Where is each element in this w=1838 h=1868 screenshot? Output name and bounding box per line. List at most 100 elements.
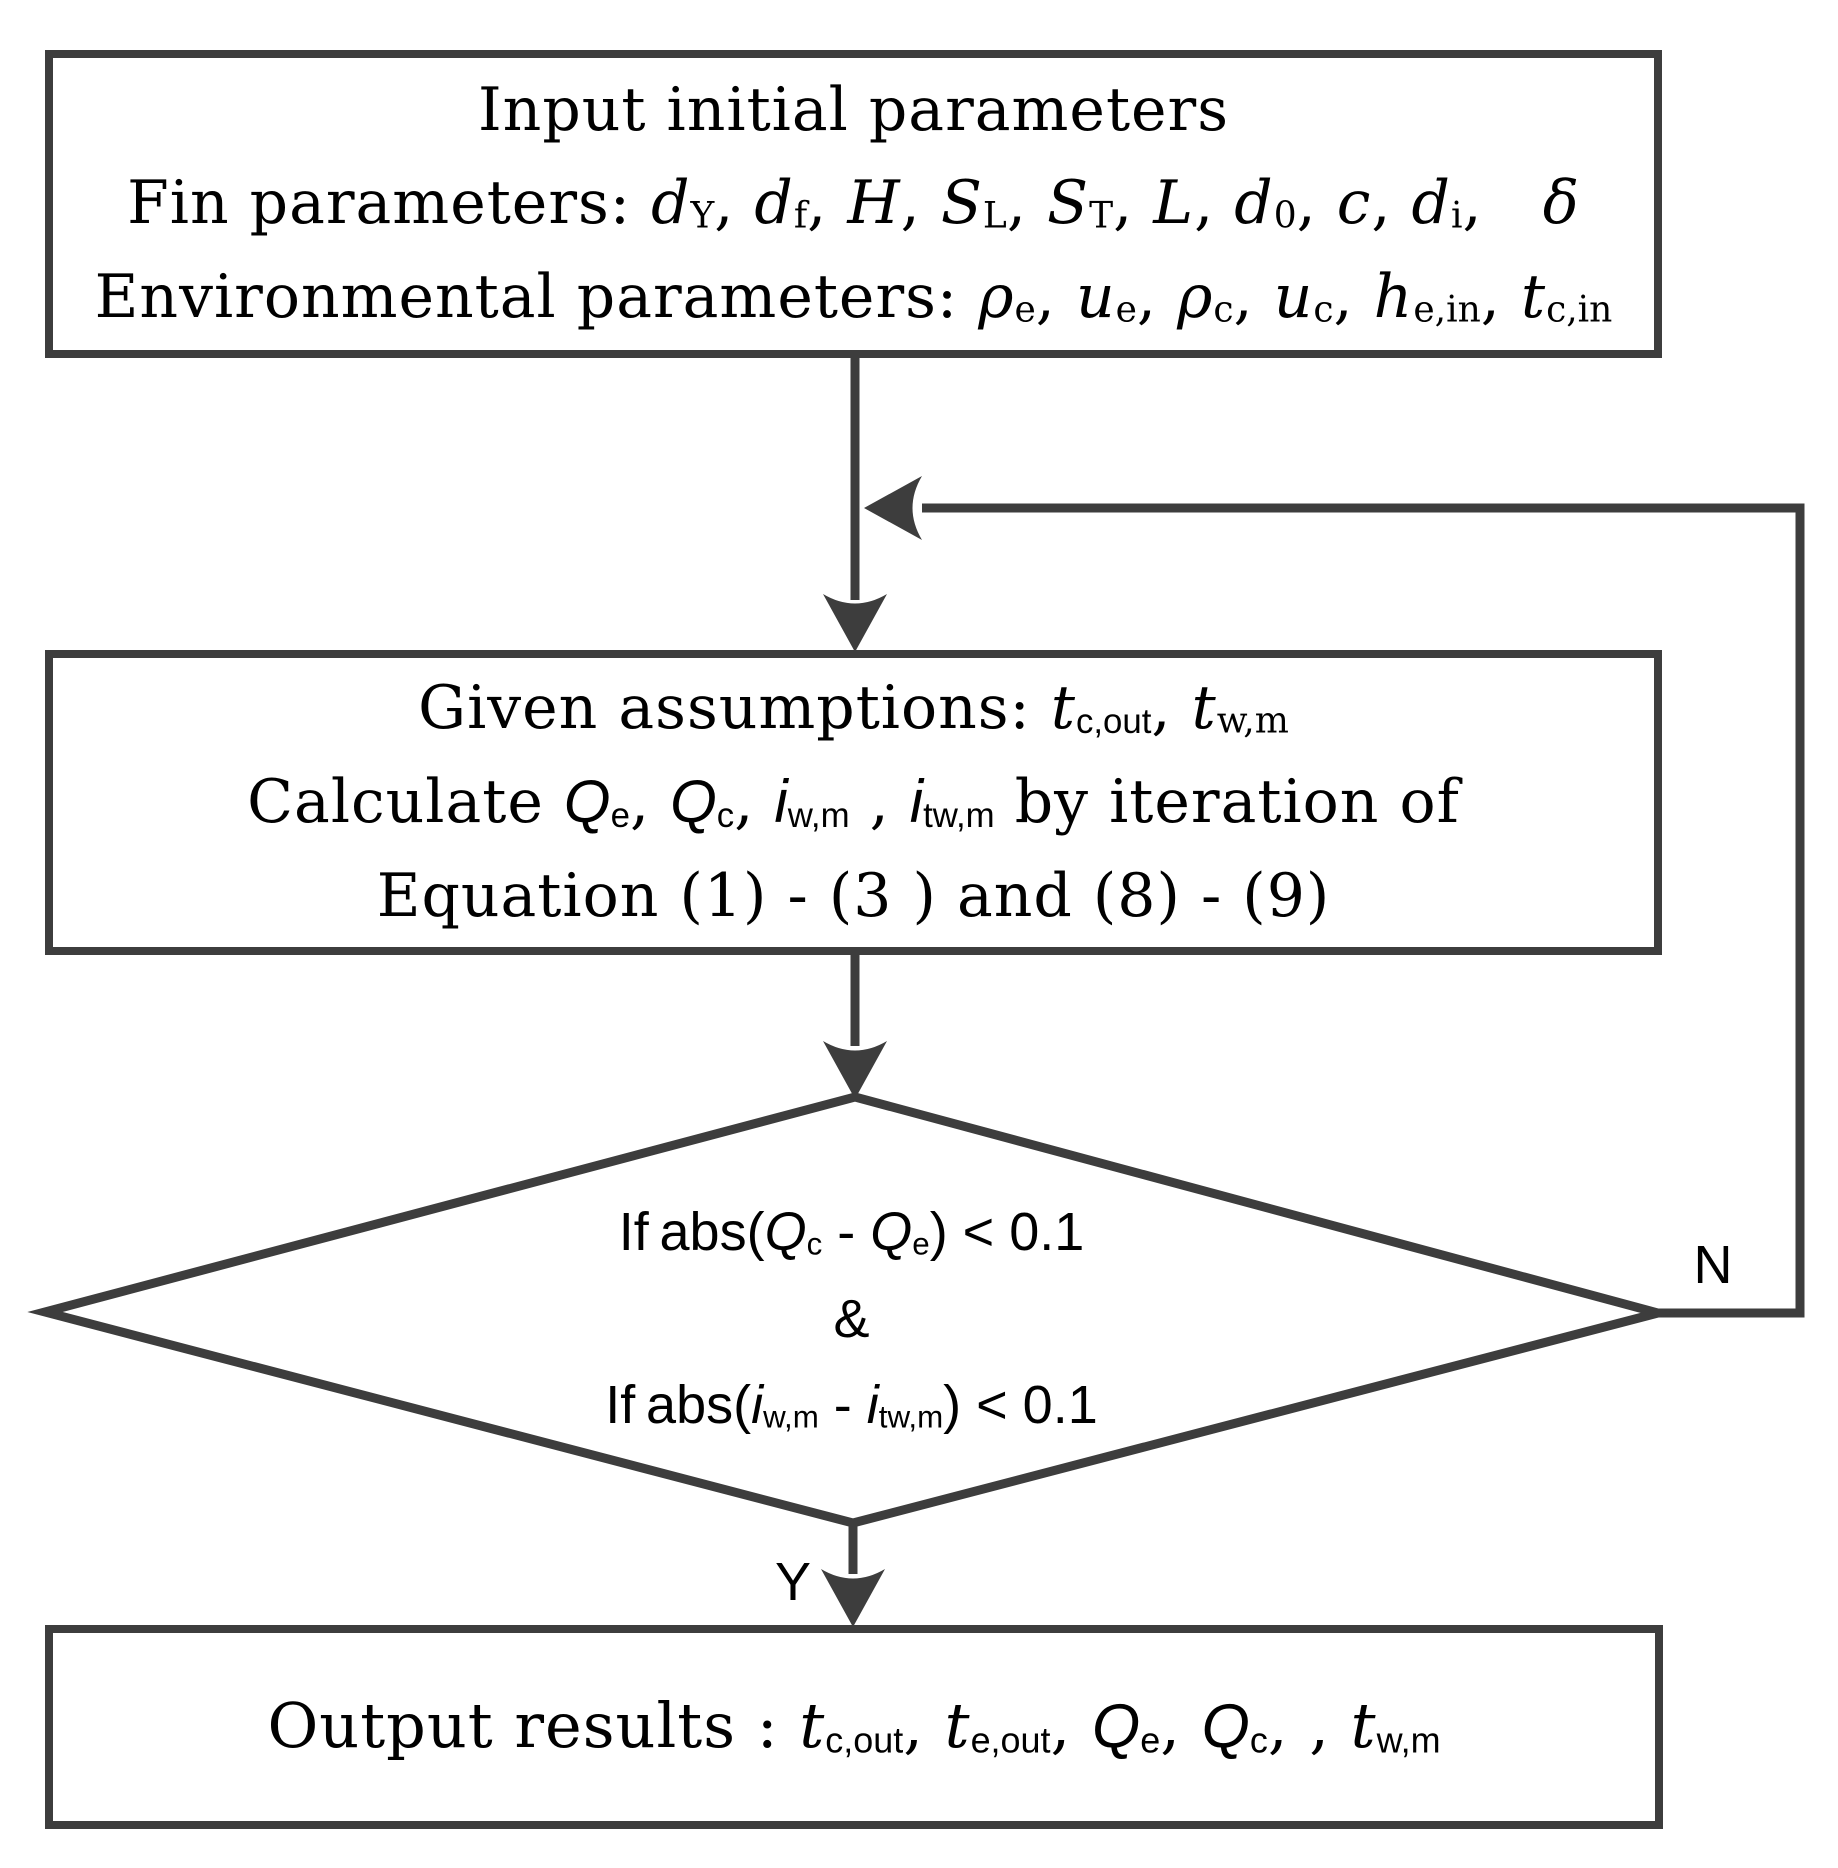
text-run: d [651, 168, 691, 239]
process-box-line-2: Calculate Qe, Qc, iw,m , itw,m by iterat… [53, 755, 1654, 850]
text-run: L [982, 195, 1007, 237]
text-run: , [1371, 168, 1412, 239]
text-run: S [1046, 168, 1090, 239]
process-box-line-3: Equation (1) - (3 ) and (8) - (9) [53, 850, 1654, 944]
text-run: , [1035, 261, 1076, 332]
text-run: Calculate [247, 767, 564, 838]
text-run: e,out [970, 1719, 1051, 1761]
input-box-line-2: Fin parameters: dY, df, H, SL, ST, L, d0… [53, 157, 1654, 251]
text-run: , [1160, 1689, 1202, 1763]
text-run: f [793, 195, 808, 237]
text-run: , [1151, 672, 1192, 743]
text-run: c,out [1075, 701, 1152, 741]
text-run: S [940, 168, 983, 239]
text-run: t [1191, 672, 1217, 743]
text-run: w,m [1376, 1719, 1441, 1761]
text-run: ) < 0.1 [929, 1202, 1085, 1263]
arrowhead-into-decision [823, 1041, 887, 1099]
text-run: e [912, 1227, 930, 1263]
text-run: t [944, 1689, 971, 1763]
decision-line-2: & [833, 1276, 869, 1362]
text-run: , [714, 168, 755, 239]
text-run: , [1194, 168, 1235, 239]
text-run: h [1373, 261, 1414, 332]
text-run: Q [764, 1202, 807, 1263]
text-run: , [1136, 261, 1178, 332]
text-run: Q [1091, 1692, 1141, 1762]
text-run: tw,m [878, 1399, 944, 1435]
process-box-line-1: Given assumptions: tc,out, tw,m [53, 662, 1654, 756]
text-run: If abs( [605, 1375, 752, 1436]
text-run: w,m [1216, 699, 1289, 741]
input-box: Input initial parameters Fin parameters:… [45, 50, 1662, 358]
text-run: - [822, 1202, 871, 1263]
text-run: , [900, 168, 941, 239]
text-run: , [1462, 168, 1543, 239]
text-run: 0 [1273, 195, 1297, 237]
text-run: c [806, 1227, 823, 1263]
text-run: & [833, 1288, 870, 1349]
text-run: - [818, 1375, 867, 1436]
text-run: , [849, 767, 910, 838]
text-run: i [909, 768, 924, 836]
text-run: Q [670, 768, 717, 836]
text-run: u [1273, 261, 1314, 332]
text-run: ρ [1177, 261, 1214, 332]
input-box-line-1: Input initial parameters [53, 64, 1654, 158]
text-run: If abs( [618, 1202, 765, 1263]
text-run: Fin parameters: [127, 168, 652, 239]
arrowhead-into-process [823, 594, 887, 652]
text-run: ρ [978, 261, 1015, 332]
text-run: Output results : [267, 1689, 800, 1763]
text-run: i [866, 1375, 879, 1436]
text-run: Environmental parameters: [94, 261, 979, 332]
branch-label-no: N [1693, 1235, 1733, 1295]
decision-diamond: If abs(Qc - Qe) < 0.1 & If abs(iw,m - it… [45, 1097, 1658, 1523]
text-run: t [1350, 1689, 1377, 1763]
text-run: by iteration of [994, 767, 1460, 838]
text-run: e [1115, 289, 1137, 331]
text-run: , [807, 168, 848, 239]
text-run: Equation (1) - (3 ) and (8) - (9) [376, 860, 1331, 931]
text-run: , [1333, 261, 1374, 332]
text-run: c [1336, 168, 1372, 239]
text-run: c [716, 796, 735, 836]
text-run: , [1006, 168, 1047, 239]
text-run: w,m [763, 1399, 819, 1435]
text-run: t [799, 1689, 826, 1763]
text-run: e [1014, 289, 1036, 331]
text-run: c [1249, 1719, 1268, 1761]
text-run: c,in [1546, 289, 1613, 331]
text-run: i [751, 1375, 764, 1436]
output-box: Output results : tc,out, te,out, Qe, Qc,… [45, 1625, 1663, 1829]
text-run: Input initial parameters [477, 74, 1230, 145]
text-run: , [734, 767, 775, 838]
text-run: t [1520, 261, 1547, 332]
text-run: Y [690, 195, 715, 237]
text-run: i [774, 768, 788, 836]
text-run: ) < 0.1 [943, 1375, 1098, 1436]
text-run: e,in [1413, 289, 1481, 331]
text-run: , [1050, 1689, 1092, 1763]
text-run: H [847, 168, 901, 239]
text-run: Q [1201, 1692, 1250, 1762]
text-run: , [1480, 261, 1521, 332]
text-run: d [1234, 168, 1274, 239]
text-run: i [1450, 195, 1463, 237]
text-run: , [629, 767, 671, 838]
text-run: u [1075, 261, 1116, 332]
text-run: , , [1267, 1689, 1351, 1763]
text-run: Q [563, 768, 611, 836]
text-run: Given assumptions: [418, 672, 1051, 743]
text-run: c,out [825, 1719, 904, 1761]
text-run: , [1113, 168, 1154, 239]
text-run: d [1411, 168, 1451, 239]
text-run: c [1313, 289, 1334, 331]
input-box-line-3: Environmental parameters: ρe, ue, ρc, uc… [53, 251, 1654, 345]
text-run: c [1213, 289, 1234, 331]
text-run: , [903, 1689, 945, 1763]
text-run: Q [870, 1202, 913, 1263]
text-run: d [754, 168, 794, 239]
text-run: δ [1542, 168, 1580, 239]
